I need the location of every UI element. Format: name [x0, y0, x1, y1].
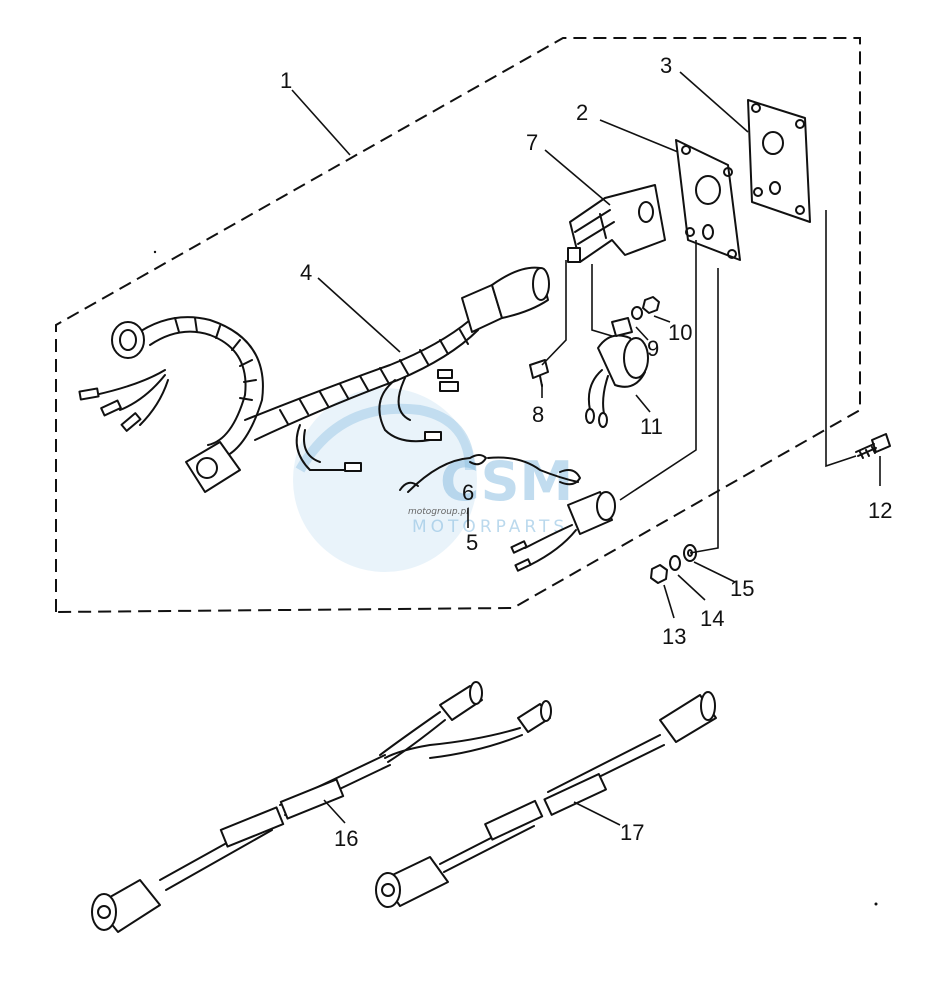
- part-4-main-harness: [78, 266, 550, 493]
- speck: [153, 250, 157, 254]
- part-9-washer: [631, 306, 643, 320]
- watermark-brand: CSM: [440, 450, 573, 513]
- callout-11: 11: [640, 414, 663, 439]
- callout-8: 8: [532, 402, 544, 427]
- callout-17: 17: [620, 820, 644, 845]
- part-8-screw: [529, 359, 549, 387]
- callout-13: 13: [662, 624, 686, 649]
- part-10-nut: [642, 296, 660, 314]
- callout-3: 3: [660, 53, 672, 78]
- speck: [874, 902, 878, 906]
- part-2-plate: [675, 139, 741, 261]
- part-5-stop-switch: [510, 491, 616, 572]
- callout-4: 4: [300, 260, 312, 285]
- callout-2: 2: [576, 100, 588, 125]
- callout-9: 9: [647, 336, 659, 361]
- watermark-small: motogroup.pl: [408, 507, 469, 517]
- leader-lines: [291, 71, 881, 826]
- callout-5: 5: [466, 530, 478, 555]
- callout-16: 16: [334, 826, 358, 851]
- part-7-bracket: [567, 184, 666, 263]
- part-13-nut: [650, 564, 668, 584]
- callout-15: 15: [730, 576, 754, 601]
- part-6-lanyard: [399, 454, 581, 493]
- kit-boundary: [55, 37, 861, 614]
- part-16-extension-harness: [91, 681, 552, 933]
- callout-7: 7: [526, 130, 538, 155]
- callout-12: 12: [868, 498, 892, 523]
- callout-14: 14: [700, 606, 724, 631]
- watermark-tagline: MOTORPARTS: [412, 517, 568, 537]
- part-11-buzzer: [585, 317, 649, 428]
- part-12-bolt: [855, 433, 891, 459]
- callout-1: 1: [280, 68, 292, 93]
- part-3-plate: [747, 99, 811, 223]
- callouts: 1 2 3 4 5 6 7 8 9 10 11 12 13 14 15 16 1…: [280, 53, 892, 851]
- callout-6: 6: [462, 480, 474, 505]
- callout-10: 10: [668, 320, 692, 345]
- part-14-washer: [669, 555, 681, 571]
- part-17-extension-cable: [375, 691, 717, 908]
